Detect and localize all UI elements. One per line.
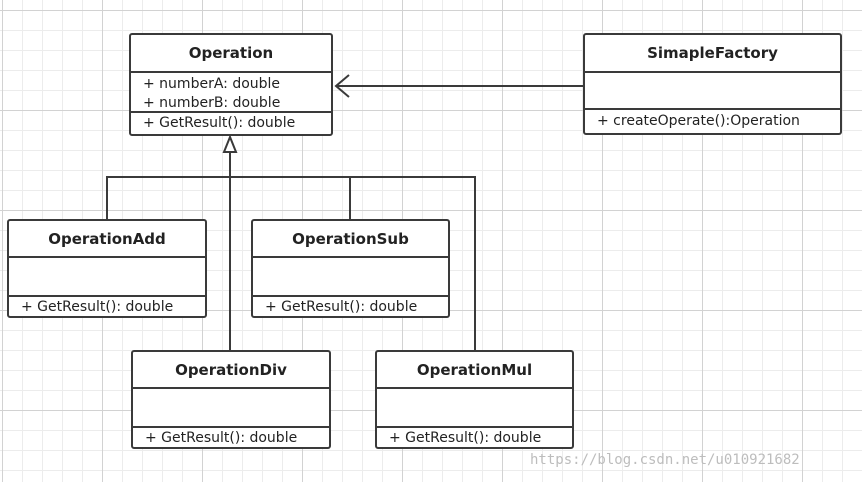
- class-operation: + createOperate():Operation: [597, 113, 800, 129]
- class-operation[interactable]: Operation + numberA: double + numberB: do…: [129, 33, 333, 136]
- class-operation: + GetResult(): double: [145, 430, 298, 446]
- class-attributes: [9, 258, 205, 297]
- class-name: OperationDiv: [133, 352, 329, 389]
- class-operations: + GetResult(): double: [253, 297, 448, 317]
- class-operation: + GetResult(): double: [389, 430, 542, 446]
- class-attributes: [585, 73, 840, 110]
- class-attribute: + numberA: double: [143, 76, 281, 92]
- class-operation: + GetResult(): double: [143, 115, 296, 131]
- class-name: OperationSub: [253, 221, 448, 258]
- class-name: OperationMul: [377, 352, 572, 389]
- class-attributes: [377, 389, 572, 428]
- class-operationadd[interactable]: OperationAdd + GetResult(): double: [7, 219, 207, 318]
- class-operations: + GetResult(): double: [377, 428, 572, 448]
- inheritance-line-mul: [230, 176, 476, 351]
- class-operation: + GetResult(): double: [265, 299, 418, 315]
- class-simaplefactory[interactable]: SimapleFactory + createOperate():Operati…: [583, 33, 842, 135]
- class-name: SimapleFactory: [585, 35, 840, 73]
- class-operationsub[interactable]: OperationSub + GetResult(): double: [251, 219, 450, 318]
- class-operations: + GetResult(): double: [133, 428, 329, 448]
- class-name: Operation: [131, 35, 331, 73]
- class-operation: + GetResult(): double: [21, 299, 174, 315]
- class-operations: + createOperate():Operation: [585, 110, 840, 131]
- inheritance-line-sub: [230, 176, 351, 219]
- class-attribute: + numberB: double: [143, 95, 281, 111]
- class-operationmul[interactable]: OperationMul + GetResult(): double: [375, 350, 574, 449]
- class-operations: + GetResult(): double: [9, 297, 205, 317]
- watermark: https://blog.csdn.net/u010921682: [530, 452, 800, 468]
- class-attributes: [133, 389, 329, 428]
- inheritance-line-add: [106, 176, 230, 219]
- class-attributes: [253, 258, 448, 297]
- class-operations: + GetResult(): double: [131, 113, 331, 133]
- class-operationdiv[interactable]: OperationDiv + GetResult(): double: [131, 350, 331, 449]
- class-name: OperationAdd: [9, 221, 205, 258]
- class-attributes: + numberA: double + numberB: double: [131, 73, 331, 113]
- inheritance-arrowhead: [222, 134, 238, 153]
- association-arrowhead: [334, 74, 350, 98]
